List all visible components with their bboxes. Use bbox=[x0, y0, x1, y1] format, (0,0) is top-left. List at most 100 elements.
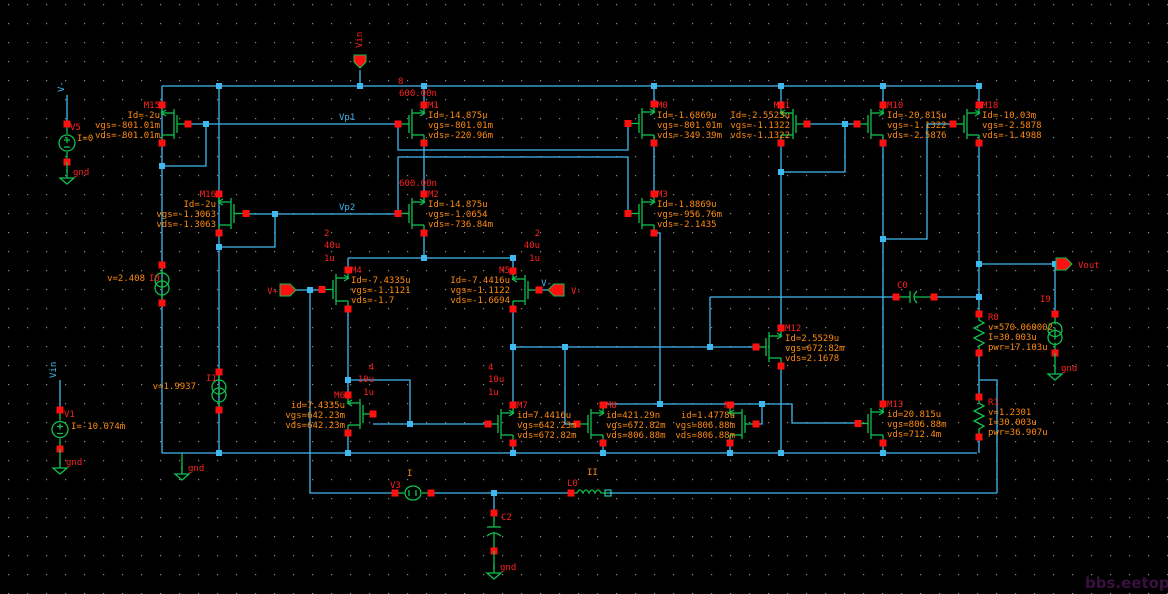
device-id: Id=-20.815u bbox=[887, 111, 947, 121]
pin[interactable] bbox=[490, 509, 498, 517]
pin[interactable] bbox=[949, 120, 957, 128]
pin[interactable] bbox=[650, 139, 658, 147]
pin[interactable] bbox=[975, 101, 983, 109]
pin[interactable] bbox=[158, 101, 166, 109]
transistor-m3[interactable] bbox=[628, 194, 656, 233]
pin[interactable] bbox=[777, 324, 785, 332]
pin[interactable] bbox=[427, 489, 435, 497]
pin[interactable] bbox=[777, 139, 785, 147]
pin[interactable] bbox=[892, 293, 900, 301]
device-length: 1u bbox=[488, 388, 499, 398]
pin[interactable] bbox=[420, 190, 428, 198]
pin[interactable] bbox=[879, 101, 887, 109]
pin[interactable] bbox=[975, 349, 983, 357]
device-name: M5 bbox=[499, 266, 510, 276]
vplus-port-icon[interactable] bbox=[279, 283, 297, 297]
pin[interactable] bbox=[420, 101, 428, 109]
pin[interactable] bbox=[777, 362, 785, 370]
pin[interactable] bbox=[975, 433, 983, 441]
pin[interactable] bbox=[158, 139, 166, 147]
pin[interactable] bbox=[344, 266, 352, 274]
resistor-r0[interactable] bbox=[972, 314, 986, 353]
pin[interactable] bbox=[391, 489, 399, 497]
pin[interactable] bbox=[215, 190, 223, 198]
pin[interactable] bbox=[394, 210, 402, 217]
pin[interactable] bbox=[599, 439, 607, 447]
pin[interactable] bbox=[509, 439, 517, 447]
pin[interactable] bbox=[624, 120, 632, 127]
resistor-voltage: v=1.2301 bbox=[988, 408, 1031, 418]
pin[interactable] bbox=[394, 120, 402, 128]
transistor-m15[interactable] bbox=[160, 105, 188, 143]
wire[interactable] bbox=[781, 124, 846, 173]
vin-port-icon[interactable] bbox=[353, 54, 367, 69]
pin[interactable] bbox=[344, 429, 352, 437]
pin[interactable] bbox=[420, 229, 428, 237]
capacitor-c0[interactable] bbox=[896, 290, 934, 304]
wire[interactable] bbox=[309, 290, 395, 494]
pin[interactable] bbox=[318, 286, 326, 293]
pin[interactable] bbox=[567, 489, 575, 497]
pin[interactable] bbox=[975, 393, 983, 401]
pin[interactable] bbox=[369, 410, 377, 418]
pin[interactable] bbox=[726, 439, 734, 447]
pin[interactable] bbox=[158, 261, 166, 269]
wire[interactable] bbox=[397, 124, 629, 151]
pin[interactable] bbox=[879, 439, 887, 447]
vminus-port-icon[interactable] bbox=[547, 283, 565, 297]
wire[interactable] bbox=[979, 379, 998, 493]
pin[interactable] bbox=[624, 210, 632, 217]
resistor-r1[interactable] bbox=[972, 397, 986, 437]
pin[interactable] bbox=[854, 420, 862, 427]
pin[interactable] bbox=[777, 101, 785, 109]
wire[interactable] bbox=[564, 347, 577, 425]
pin[interactable] bbox=[344, 305, 352, 313]
pin[interactable] bbox=[63, 120, 71, 128]
pin[interactable] bbox=[215, 406, 223, 414]
transistor-m8[interactable] bbox=[577, 405, 605, 443]
pin[interactable] bbox=[215, 229, 223, 237]
pin[interactable] bbox=[599, 401, 607, 409]
pin[interactable] bbox=[344, 391, 352, 399]
pin[interactable] bbox=[573, 420, 581, 428]
pin[interactable] bbox=[158, 299, 166, 307]
wire[interactable] bbox=[397, 156, 629, 214]
pin[interactable] bbox=[509, 305, 517, 313]
transistor-m9[interactable] bbox=[728, 405, 756, 443]
pin[interactable] bbox=[726, 401, 734, 409]
pin[interactable] bbox=[930, 293, 938, 301]
pin[interactable] bbox=[879, 400, 887, 408]
pin[interactable] bbox=[1051, 310, 1059, 318]
pin[interactable] bbox=[535, 286, 543, 294]
junction-dot bbox=[976, 261, 982, 267]
vout-port-icon[interactable] bbox=[1055, 257, 1073, 271]
pin[interactable] bbox=[509, 401, 517, 409]
junction-dot bbox=[880, 83, 886, 89]
pin[interactable] bbox=[56, 406, 64, 414]
pin[interactable] bbox=[420, 139, 428, 147]
pin[interactable] bbox=[242, 210, 250, 217]
wire[interactable] bbox=[883, 123, 953, 240]
pin[interactable] bbox=[975, 310, 983, 318]
pin[interactable] bbox=[803, 120, 811, 128]
pin[interactable] bbox=[879, 139, 887, 147]
pin[interactable] bbox=[650, 100, 658, 108]
pin[interactable] bbox=[752, 420, 760, 428]
transistor-m12[interactable] bbox=[756, 328, 783, 366]
pin[interactable] bbox=[484, 420, 492, 428]
inductor-l0[interactable] bbox=[571, 489, 612, 497]
pin[interactable] bbox=[853, 120, 861, 128]
wire[interactable] bbox=[603, 403, 858, 424]
wire[interactable] bbox=[348, 379, 411, 424]
pin[interactable] bbox=[184, 120, 192, 128]
transistor-m1[interactable] bbox=[398, 105, 426, 143]
pin[interactable] bbox=[509, 267, 517, 275]
pin[interactable] bbox=[975, 139, 983, 147]
pin[interactable] bbox=[650, 190, 658, 198]
wire[interactable] bbox=[162, 124, 207, 167]
pin[interactable] bbox=[752, 343, 760, 351]
pin[interactable] bbox=[215, 368, 223, 376]
pin[interactable] bbox=[650, 229, 658, 237]
wire[interactable] bbox=[219, 214, 276, 248]
